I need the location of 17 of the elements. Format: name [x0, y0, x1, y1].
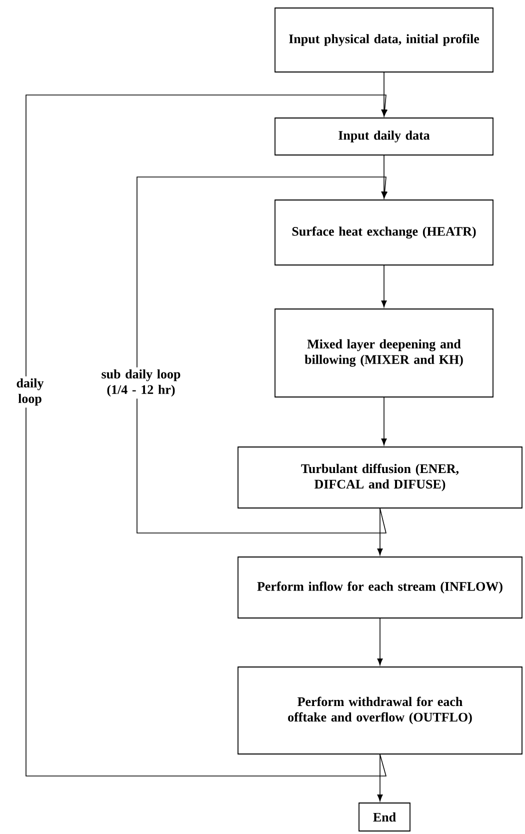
arrow — [26, 94, 388, 776]
arrow — [136, 176, 388, 534]
process-box: Mixed layer deepening and billowing (MIXER and KH) — [274, 308, 494, 398]
edge-label: sub daily loop (1/4 - 12 hr) — [89, 367, 193, 399]
process-box: Perform inflow for each stream (INFLOW) — [238, 556, 522, 618]
arrow — [381, 265, 387, 308]
process-box: End — [358, 802, 410, 832]
arrow — [377, 754, 383, 802]
process-box: Perform withdrawal for each offtake and overflow (OUTFLO) — [238, 666, 522, 754]
arrow — [381, 397, 387, 446]
arrow — [377, 508, 383, 556]
process-box: Input physical data, initial profile — [274, 8, 494, 72]
process-box: Input daily data — [274, 118, 494, 156]
edge-label: daily loop — [3, 376, 57, 408]
process-box: Surface heat exchange (HEATR) — [274, 200, 494, 266]
arrow — [377, 618, 383, 666]
process-box: Turbulant diffusion (ENER, DIFCAL and DIFUSE) — [238, 446, 522, 508]
